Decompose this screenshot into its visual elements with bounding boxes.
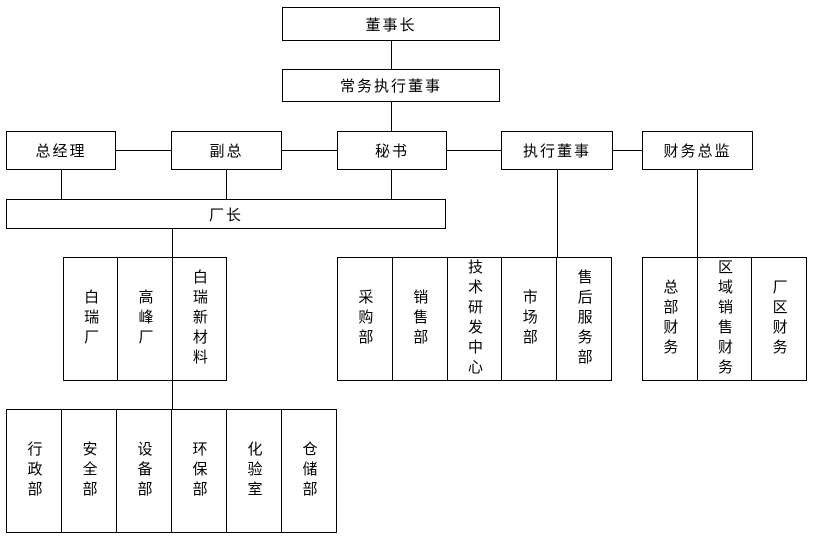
org-cell-label: 环保部 bbox=[190, 441, 208, 501]
org-cell-label: 安全部 bbox=[80, 441, 98, 501]
org-cell: 环保部 bbox=[172, 410, 227, 532]
connector-factory-director-factories bbox=[172, 229, 173, 257]
org-cell-label: 设备部 bbox=[135, 441, 153, 501]
org-cell-label: 高峰厂 bbox=[136, 289, 154, 349]
org-cell: 行政部 bbox=[7, 410, 62, 532]
org-cell-label: 采购部 bbox=[356, 289, 374, 349]
org-node-finance-director: 财务总监 bbox=[642, 131, 753, 170]
org-cell: 安全部 bbox=[62, 410, 117, 532]
org-node-secretary: 秘书 bbox=[337, 131, 447, 170]
org-cell: 区域销售财务 bbox=[698, 258, 753, 380]
org-cell: 高峰厂 bbox=[118, 258, 173, 380]
org-cell-label: 白瑞新材料 bbox=[190, 269, 208, 369]
connector-finance-director-finance-group bbox=[697, 170, 698, 257]
org-cell: 化验室 bbox=[227, 410, 282, 532]
org-group-finance: 总部财务 区域销售财务 厂区财务 bbox=[642, 257, 807, 381]
org-node-executive-director: 执行董事 bbox=[501, 131, 613, 170]
connector-gm-factory-director bbox=[61, 170, 62, 199]
org-cell-label: 厂区财务 bbox=[770, 279, 788, 359]
connector-secretary-executive bbox=[447, 150, 501, 151]
org-node-deputy-general-manager: 副总 bbox=[171, 131, 282, 170]
org-cell: 技术研发中心 bbox=[448, 258, 503, 380]
org-cell: 白瑞新材料 bbox=[173, 258, 226, 380]
connector-deputy-secretary bbox=[282, 150, 337, 151]
org-cell-label: 行政部 bbox=[25, 441, 43, 501]
org-cell: 仓储部 bbox=[282, 410, 336, 532]
org-cell-label: 化验室 bbox=[245, 441, 263, 501]
org-group-departments: 采购部 销售部 技术研发中心 市场部 售后服务部 bbox=[337, 257, 612, 381]
connector-chairman-managing bbox=[391, 41, 392, 69]
org-group-factory-departments: 行政部 安全部 设备部 环保部 化验室 仓储部 bbox=[6, 409, 337, 533]
org-cell: 白瑞厂 bbox=[64, 258, 119, 380]
org-cell: 市场部 bbox=[502, 258, 558, 380]
org-cell-label: 售后服务部 bbox=[575, 269, 593, 369]
org-cell-label: 市场部 bbox=[520, 289, 538, 349]
org-cell: 厂区财务 bbox=[752, 258, 806, 380]
org-cell-label: 仓储部 bbox=[300, 441, 318, 501]
org-cell-label: 白瑞厂 bbox=[82, 289, 100, 349]
org-cell-label: 总部财务 bbox=[661, 279, 679, 359]
org-cell-label: 销售部 bbox=[411, 289, 429, 349]
org-cell: 采购部 bbox=[338, 258, 393, 380]
connector-executive-finance bbox=[613, 150, 642, 151]
connector-managing-secretary bbox=[391, 102, 392, 131]
org-node-chairman: 董事长 bbox=[282, 7, 500, 41]
org-cell-label: 技术研发中心 bbox=[465, 259, 483, 379]
connector-factories-factory-departments bbox=[172, 381, 173, 409]
org-cell-label: 区域销售财务 bbox=[716, 259, 733, 379]
connector-deputy-factory-director bbox=[226, 170, 227, 199]
org-node-general-manager: 总经理 bbox=[6, 131, 116, 170]
org-node-factory-director: 厂长 bbox=[6, 199, 446, 229]
connector-secretary-factory-director bbox=[391, 170, 392, 199]
org-cell: 设备部 bbox=[117, 410, 172, 532]
org-group-factories: 白瑞厂 高峰厂 白瑞新材料 bbox=[63, 257, 227, 381]
org-cell: 售后服务部 bbox=[557, 258, 611, 380]
org-cell: 总部财务 bbox=[643, 258, 698, 380]
connector-gm-deputy bbox=[116, 150, 171, 151]
connector-executive-departments bbox=[557, 170, 558, 257]
org-node-managing-director: 常务执行董事 bbox=[282, 69, 500, 102]
org-cell: 销售部 bbox=[393, 258, 448, 380]
